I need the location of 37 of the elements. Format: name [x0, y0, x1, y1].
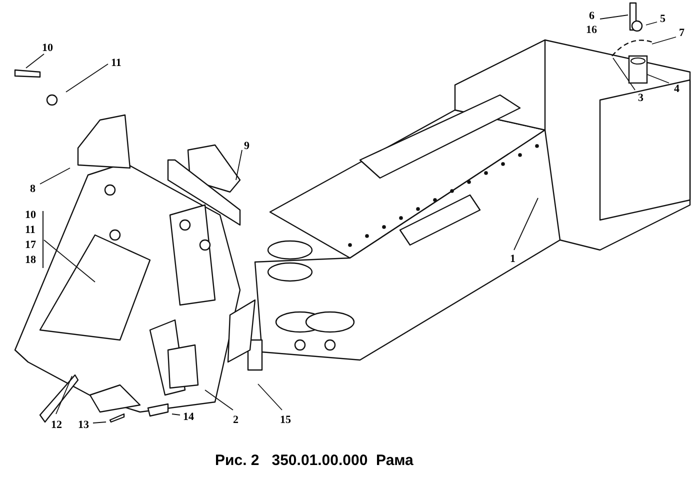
callout-number: 9: [244, 139, 250, 154]
leader-line: [26, 54, 44, 68]
callout-number: 18: [25, 253, 36, 268]
leader-line: [514, 198, 538, 250]
leader-line: [172, 414, 180, 416]
leader-line: [612, 58, 636, 90]
leader-line: [40, 168, 70, 184]
callout-number: 8: [30, 182, 36, 197]
leader-line: [66, 64, 108, 92]
leader-line: [236, 150, 242, 180]
leader-line: [92, 422, 106, 424]
callout-number: 17: [25, 238, 36, 253]
leader-line: [600, 14, 628, 20]
callout-number: 13: [78, 418, 89, 433]
leader-line: [56, 376, 72, 414]
figure-caption: Рис. 2 350.01.00.000 Рама: [215, 452, 414, 469]
callout-number: 12: [51, 418, 62, 433]
callout-number: 3: [638, 91, 644, 106]
callout-number: 10: [25, 208, 36, 223]
callout-number: 4: [674, 82, 680, 97]
callout-number: 7: [679, 26, 684, 41]
leader-line: [652, 36, 676, 44]
callout-number: 15: [280, 413, 291, 428]
callout-number: 10: [42, 41, 53, 56]
leader-line: [258, 384, 282, 410]
leader-line: [204, 390, 234, 410]
leader-line: [646, 74, 670, 84]
callout-number: 2: [233, 413, 238, 428]
callout-number: 14: [183, 410, 194, 425]
callout-number: 16: [586, 24, 597, 36]
leader-line: [44, 240, 96, 282]
callout-number: 6: [589, 9, 594, 24]
callout-number: 5: [660, 12, 666, 27]
callout-number: 11: [25, 223, 36, 238]
callout-number: 11: [111, 56, 122, 71]
leader-line: [646, 22, 658, 26]
callout-number: 1: [510, 252, 516, 267]
